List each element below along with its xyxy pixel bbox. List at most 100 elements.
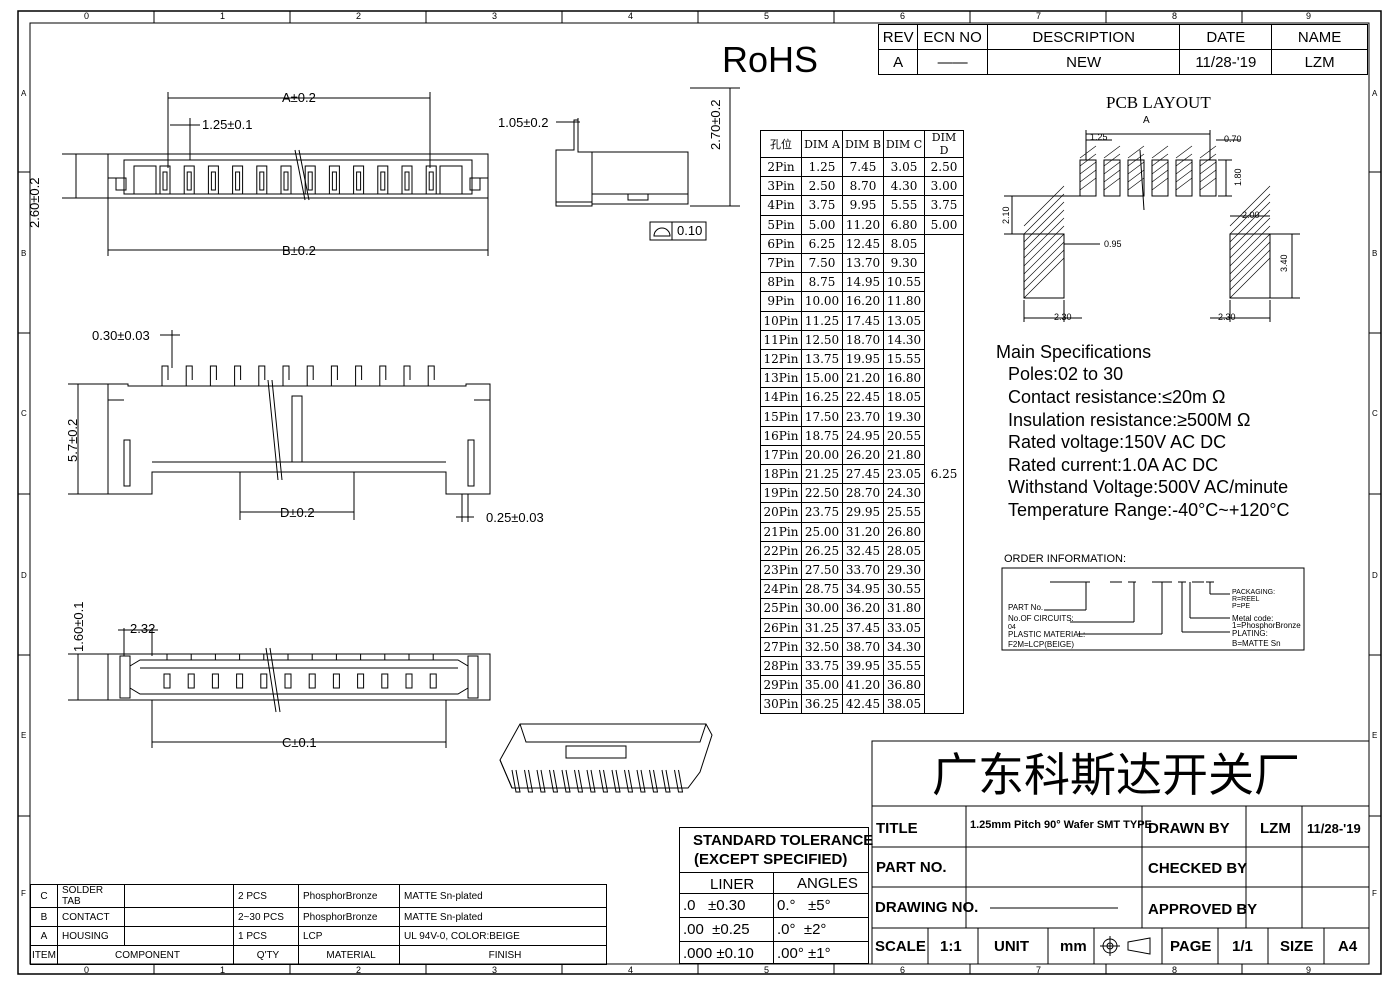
title-label: TITLE: [876, 820, 918, 837]
order-packaging-r: R=REEL: [1232, 596, 1260, 603]
top-view-pin: [183, 165, 195, 195]
bom-material: PhosphorBronze: [298, 907, 400, 927]
dim-value-cell: 18.05: [883, 387, 925, 408]
side-view: [555, 87, 740, 241]
date-value: 11/28-'19: [1179, 49, 1273, 75]
dim-value-cell: 35.00: [801, 675, 843, 696]
pcb-pad-hatch: [1127, 153, 1145, 167]
zone-col-7-bottom: 7: [1036, 965, 1042, 975]
pcb-tab-hatch: [1229, 225, 1271, 267]
dim-value-cell: 3.05: [883, 156, 925, 178]
revision-table: REV ECN NO DESCRIPTION DATE NAME A —— NE…: [877, 24, 1368, 75]
dim-value-cell: 11.25: [801, 310, 843, 331]
dim-value-cell: 19.30: [883, 406, 925, 427]
tolerance-title-2: (EXCEPT SPECIFIED): [694, 851, 848, 868]
dim-pin-thickness-label: 0.30±0.03: [92, 328, 150, 343]
dim-value-cell: 19.95: [842, 348, 884, 370]
top-view: [62, 92, 489, 256]
bottom-view-pin: [308, 673, 316, 689]
name-header: NAME: [1271, 24, 1368, 50]
pcb-pad-hatch: [1079, 161, 1097, 175]
zone-row-b: B: [21, 249, 27, 258]
pcb-pad-hatch: [1151, 169, 1169, 183]
front-view-pin: [161, 365, 169, 386]
pcb-tab-hatch: [1229, 193, 1271, 235]
scale-label: SCALE: [875, 938, 926, 955]
dim-bottom-232-label: 2.32: [130, 621, 156, 636]
bottom-view-pin: [187, 673, 195, 689]
order-packaging-p: P=PE: [1232, 603, 1251, 610]
bom-item: A: [30, 926, 58, 946]
bom-spacer: [124, 907, 234, 927]
dim-pin-cell: 27Pin: [760, 636, 802, 657]
pcb-pad-hatch: [1103, 177, 1121, 191]
dim-pin-cell: 2Pin: [760, 156, 802, 178]
zone-col-9: 9: [1306, 11, 1312, 21]
top-view-pin-contact: [404, 171, 410, 191]
bottom-view-pin: [357, 673, 365, 689]
front-view-pin: [185, 365, 193, 386]
front-view: [68, 330, 491, 522]
zone-col-9-bottom: 9: [1306, 965, 1312, 975]
pcb-tab-hatch: [1023, 201, 1065, 243]
pcb-pad-hatch: [1199, 145, 1217, 159]
zone-col-8: 8: [1172, 11, 1178, 21]
pcb-tab-hatch: [1229, 217, 1271, 259]
order-circuits-value: 04: [1008, 624, 1016, 631]
bom-row: A HOUSING 1 PCS LCP UL 94V-0, COLOR:BEIG…: [30, 926, 607, 946]
part-no-label: PART NO.: [876, 859, 947, 876]
top-view-pin-contact: [186, 171, 192, 191]
dim-value-cell: 22.45: [842, 387, 884, 408]
dim-value-cell: 39.95: [842, 655, 884, 677]
dim-value-cell: 11.80: [883, 291, 925, 312]
pcb-pad-hatch: [1175, 161, 1193, 175]
isometric-pin: [561, 769, 571, 793]
tolerance-title-1: STANDARD TOLERANCE: [693, 832, 874, 849]
pcb-pad-hatch: [1175, 145, 1193, 159]
dim-value-cell: 24.30: [883, 483, 925, 504]
dim-value-cell: 12.50: [801, 329, 843, 350]
dim-value-cell: 35.55: [883, 655, 925, 677]
zone-row-b-right: B: [1372, 249, 1378, 258]
dim-pin-cell: 16Pin: [760, 425, 802, 446]
pcb-pad-hatch: [1103, 169, 1121, 183]
pcb-w230-right-label: 2.30: [1218, 312, 1236, 322]
top-view-pin-contact: [259, 171, 265, 191]
order-info-title: ORDER INFORMATION:: [1004, 553, 1127, 565]
dim-value-cell: 10.00: [801, 291, 843, 312]
bom-finish: MATTE Sn-plated: [399, 884, 607, 908]
zone-row-e-right: E: [1372, 731, 1378, 740]
isometric-pin: [549, 769, 559, 793]
bom-finish: UL 94V-0, COLOR:BEIGE: [399, 926, 607, 946]
front-view-pin: [306, 365, 314, 386]
pcb-pad-hatch: [1175, 153, 1193, 167]
dim-pin-cell: 18Pin: [760, 463, 802, 485]
order-info-drawing: [1001, 567, 1305, 651]
spec-rated-current: Rated current:1.0A AC DC: [1008, 455, 1219, 475]
dim-value-cell: 20.00: [801, 444, 843, 466]
zone-col-4-bottom: 4: [628, 965, 634, 975]
spec-temperature-range: Temperature Range:-40°C~+120°C: [1008, 500, 1290, 520]
pcb-pad-hatch: [1079, 177, 1097, 191]
dim-pin-cell: 23Pin: [760, 559, 802, 581]
dim-pin-width-label: 0.25±0.03: [486, 510, 544, 525]
pcb-tab-hatch: [1023, 241, 1065, 283]
dim-value-cell: 38.05: [883, 694, 925, 715]
tolerance-divider-3: [679, 917, 869, 918]
pcb-tab-hatch: [1229, 233, 1271, 275]
zone-col-3: 3: [492, 11, 498, 21]
drawing-no-label: DRAWING NO.: [875, 899, 979, 916]
front-view-pin: [403, 365, 411, 386]
pcb-pad-hatch: [1151, 153, 1169, 167]
isometric-pin: [636, 769, 646, 793]
zone-col-8-bottom: 8: [1172, 965, 1178, 975]
dim-value-cell: 26.80: [883, 521, 925, 542]
bom-component: SOLDER TAB: [57, 884, 125, 908]
bom-qty: 2 PCS: [233, 884, 299, 908]
order-plastic: PLASTIC MATERIAL:: [1008, 630, 1086, 639]
dim-value-cell: 3.00: [924, 176, 964, 197]
